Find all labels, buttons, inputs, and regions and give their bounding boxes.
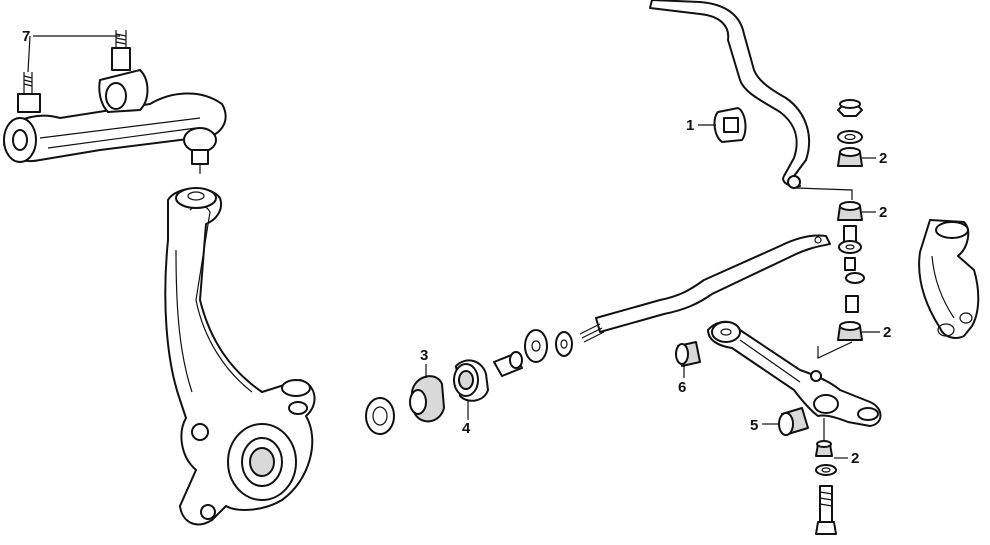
radius-rod-bushing-3: 3 xyxy=(409,347,445,423)
radius-rod-hardware xyxy=(493,329,573,377)
link-bracket-lower xyxy=(817,341,853,359)
lower-control-arm xyxy=(707,320,882,427)
stabilizer-link-stack xyxy=(837,99,865,341)
radius-rod-bushing-4: 4 xyxy=(453,359,489,437)
callout-4-label: 4 xyxy=(462,420,471,437)
lower-arm-bushing-5: 5 xyxy=(750,407,809,436)
callout-7-label: 7 xyxy=(22,28,30,45)
radius-rod-washer xyxy=(365,397,395,435)
lower-arm-bushing-6: 6 xyxy=(675,341,701,396)
callout-2c-label: 2 xyxy=(883,324,891,341)
callout-2a-label: 2 xyxy=(879,150,887,167)
steering-knuckle xyxy=(164,187,316,526)
callout-2b-label: 2 xyxy=(879,204,887,221)
radius-rod xyxy=(579,234,831,343)
callout-2-group: 2 2 2 xyxy=(862,150,891,341)
callout-7: 7 xyxy=(22,28,120,73)
stabilizer-bushing: 1 xyxy=(686,107,747,143)
callout-6-label: 6 xyxy=(678,379,686,396)
stabilizer-bar xyxy=(649,0,811,189)
upper-control-arm xyxy=(3,30,227,174)
callout-3-label: 3 xyxy=(420,347,428,364)
lower-bolt-assembly: 2 xyxy=(815,418,859,535)
callout-5-label: 5 xyxy=(750,417,758,434)
right-knuckle xyxy=(918,219,980,339)
callout-1-label: 1 xyxy=(686,117,694,134)
link-bracket-upper xyxy=(795,187,853,200)
callout-2d-label: 2 xyxy=(851,450,859,467)
